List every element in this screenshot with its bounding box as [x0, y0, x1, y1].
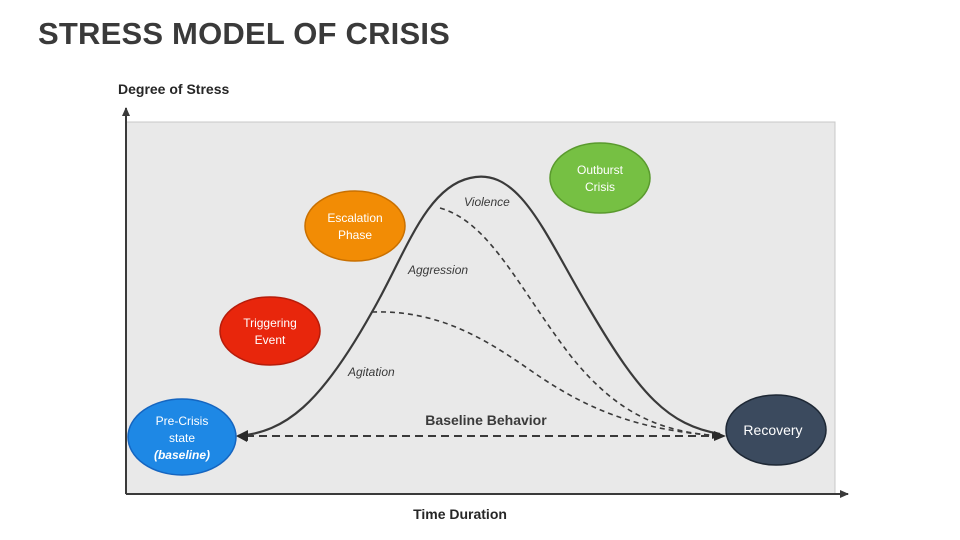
phase-label-violence: Violence — [464, 195, 510, 209]
y-axis-label: Degree of Stress — [118, 81, 229, 97]
dashed-path-aggression — [439, 207, 721, 439]
phase-label-aggression: Aggression — [407, 263, 468, 277]
baseline-arrowhead-right — [714, 431, 726, 441]
node-triggering-line1: Triggering — [243, 316, 297, 330]
node-outburst-line1: Outburst — [577, 163, 624, 177]
node-pre-crisis: Pre-Crisis state (baseline) — [127, 398, 237, 476]
node-escalation-phase: Escalation Phase — [304, 190, 406, 262]
baseline-behavior-label: Baseline Behavior — [425, 412, 547, 428]
x-axis-label: Time Duration — [413, 506, 507, 522]
baseline-arrowhead-left — [236, 431, 248, 441]
node-triggering-line2: Event — [255, 333, 286, 347]
node-outburst-crisis: Outburst Crisis — [549, 142, 651, 214]
node-recovery: Recovery — [725, 394, 827, 466]
node-outburst-line2: Crisis — [585, 180, 615, 194]
node-triggering-event: Triggering Event — [219, 296, 321, 366]
node-recovery-label: Recovery — [743, 422, 802, 438]
node-pre-crisis-line3: (baseline) — [154, 448, 210, 462]
page-title: STRESS MODEL OF CRISIS — [38, 16, 451, 51]
node-pre-crisis-line1: Pre-Crisis — [156, 414, 209, 428]
phase-label-agitation: Agitation — [347, 365, 395, 379]
node-escalation-line2: Phase — [338, 228, 372, 242]
dashed-path-agitation — [371, 311, 721, 439]
node-pre-crisis-line2: state — [169, 431, 195, 445]
node-escalation-line1: Escalation — [327, 211, 382, 225]
stress-curve — [237, 175, 721, 438]
